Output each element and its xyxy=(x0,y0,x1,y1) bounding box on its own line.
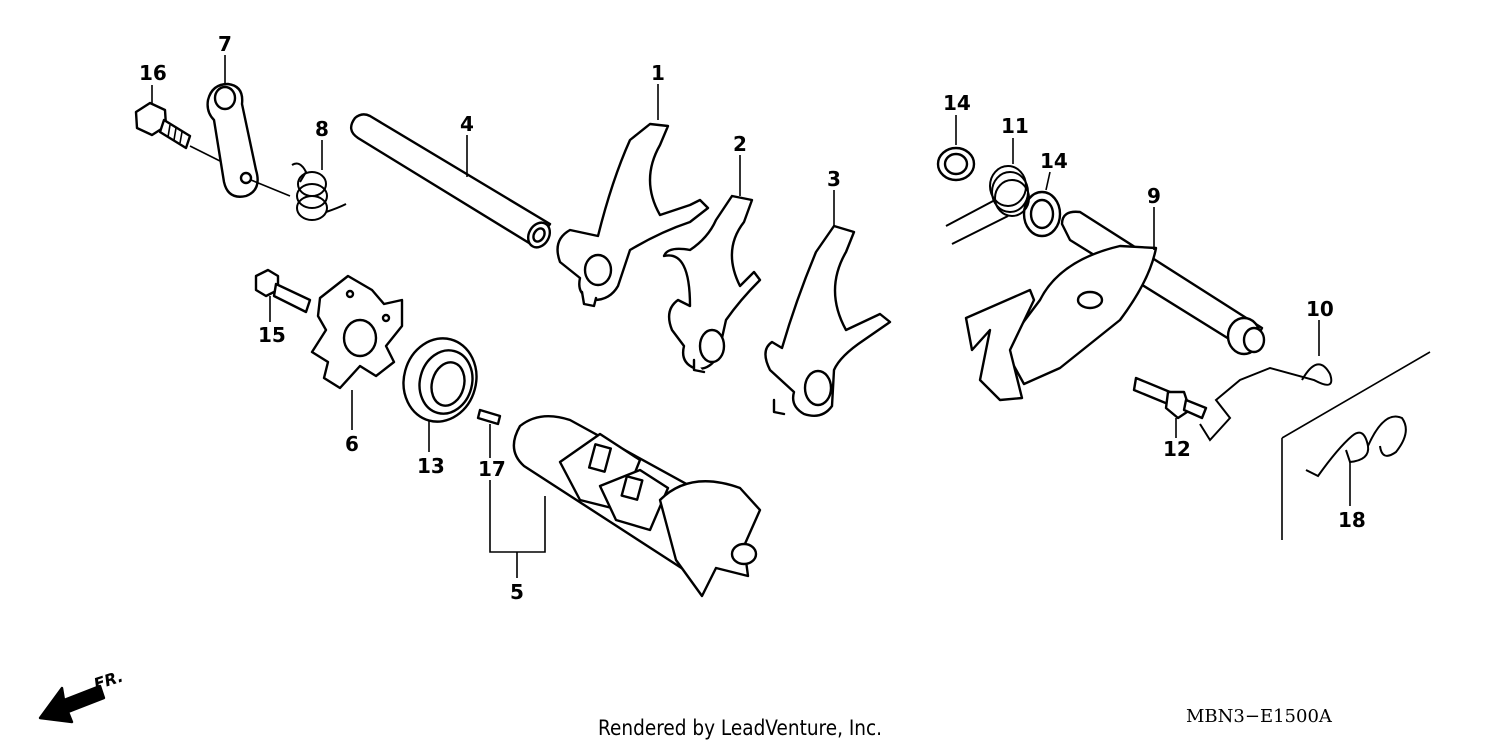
callout-7: 7 xyxy=(218,32,232,56)
callout-15: 15 xyxy=(258,323,286,347)
callout-4: 4 xyxy=(460,112,474,136)
callout-16: 16 xyxy=(139,61,167,85)
diagram-code: MBN3−E1500A xyxy=(1186,706,1332,727)
front-direction-arrow: FR. xyxy=(38,667,125,724)
part-8-return-spring[interactable] xyxy=(291,162,347,221)
callout-1: 1 xyxy=(651,61,665,85)
callout-18: 18 xyxy=(1338,508,1366,532)
callout-11: 11 xyxy=(1001,114,1029,138)
callout-5: 5 xyxy=(510,580,524,604)
callout-9: 9 xyxy=(1147,184,1161,208)
render-credit: Rendered by LeadVenture, Inc. xyxy=(598,716,883,740)
front-direction-label: FR. xyxy=(91,667,125,694)
leader-5-bracket xyxy=(489,480,546,578)
part-16-flange-bolt[interactable] xyxy=(134,101,192,150)
part-9-gearshift-spindle[interactable] xyxy=(964,210,1266,402)
callout-8: 8 xyxy=(315,117,329,141)
part-6-cam-plate[interactable] xyxy=(310,274,404,390)
part-7-stopper-arm[interactable] xyxy=(206,82,259,198)
part-11-shift-arm-spring[interactable] xyxy=(945,165,1030,245)
part-17-dowel-pin[interactable] xyxy=(476,408,502,426)
part-4-fork-shaft[interactable] xyxy=(350,113,554,251)
inset-divider xyxy=(1281,351,1431,540)
part-5-shift-drum[interactable] xyxy=(512,414,762,598)
callout-labels: 1 2 3 4 5 6 7 8 9 10 11 12 13 14 14 15 1… xyxy=(139,32,1366,604)
callout-13: 13 xyxy=(417,454,445,478)
part-13-bearing[interactable] xyxy=(394,330,485,430)
leader-7-to-8 xyxy=(250,179,291,197)
part-3-shift-fork[interactable] xyxy=(764,224,892,417)
leader-14b xyxy=(1045,171,1051,191)
part-18-spring-variant[interactable] xyxy=(1281,351,1431,540)
callout-3: 3 xyxy=(827,167,841,191)
callout-14a: 14 xyxy=(943,91,971,115)
callout-14b: 14 xyxy=(1040,149,1068,173)
part-14-circlip-lower[interactable] xyxy=(1022,190,1062,238)
callout-2: 2 xyxy=(733,132,747,156)
callout-17: 17 xyxy=(478,457,506,481)
part-1-shift-fork[interactable] xyxy=(556,122,710,308)
part-10-spring[interactable] xyxy=(1199,363,1333,442)
callout-6: 6 xyxy=(345,432,359,456)
part-2-shift-fork[interactable] xyxy=(662,194,762,374)
part-12-stud-bolt[interactable] xyxy=(1132,376,1208,420)
part-15-bolt[interactable] xyxy=(254,268,312,314)
callout-12: 12 xyxy=(1163,437,1191,461)
callout-10: 10 xyxy=(1306,297,1334,321)
part-14-circlip-upper[interactable] xyxy=(936,146,976,182)
